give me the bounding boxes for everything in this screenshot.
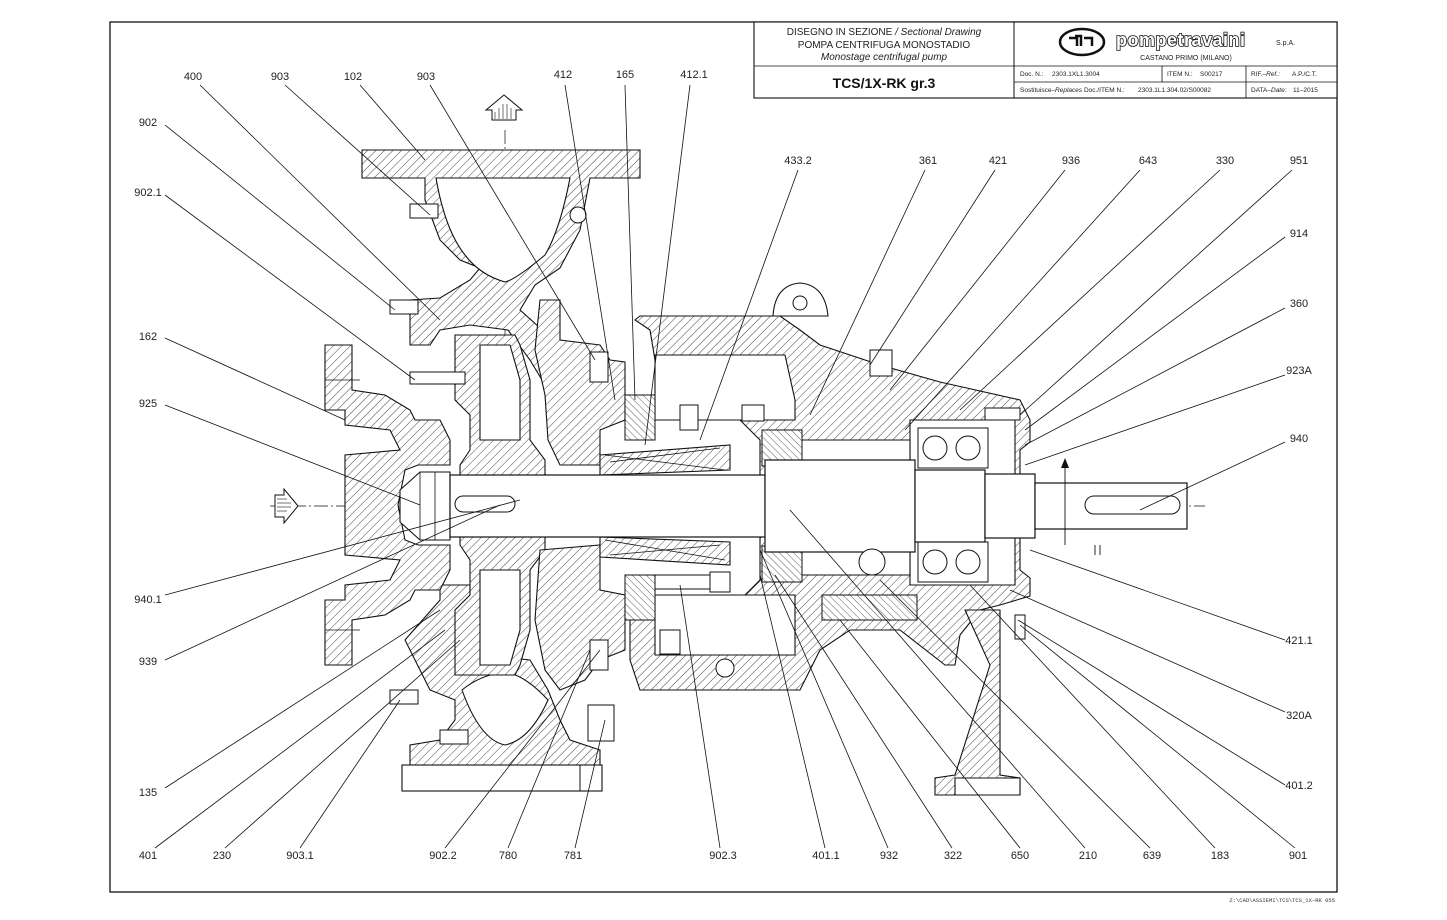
item-label: ITEM N.: (1167, 71, 1193, 78)
label-165: 165 (616, 69, 634, 81)
label-781: 781 (564, 850, 582, 862)
label-230: 230 (213, 850, 231, 862)
leader-lines (154, 84, 1296, 849)
pump-drawing (270, 94, 1205, 796)
ref-value: A.P./C.T. (1292, 71, 1317, 78)
brand-name: pompetravaini (1116, 30, 1246, 50)
label-780: 780 (499, 850, 517, 862)
label-902: 902 (139, 117, 157, 129)
label-939: 939 (139, 656, 157, 668)
label-936: 936 (1062, 155, 1080, 167)
label-951: 951 (1290, 155, 1308, 167)
title-line2: POMPA CENTRIFUGA MONOSTADIO (798, 40, 971, 51)
label-940-1: 940.1 (134, 594, 162, 606)
brand-suffix: S.p.A. (1276, 40, 1295, 47)
ref-label: RIF.–Ref.: (1251, 71, 1280, 78)
label-421-1: 421.1 (1285, 635, 1313, 647)
inlet-arrow-icon (274, 487, 299, 525)
label-320a: 320A (1286, 710, 1312, 722)
sheet-border (109, 21, 1338, 893)
label-361: 361 (919, 155, 937, 167)
date-label: DATA–Date: (1251, 87, 1287, 94)
label-902-3: 902.3 (709, 850, 737, 862)
replaces-value: 2303.1L1.304.02/S00082 (1138, 87, 1211, 94)
date-value: 11–2015 (1293, 87, 1318, 94)
label-903-top-b: 903 (417, 71, 435, 83)
label-923a: 923A (1286, 365, 1312, 377)
rotation-arrow-icon (1061, 458, 1101, 555)
label-925: 925 (139, 398, 157, 410)
doc-label: Doc. N.: (1020, 71, 1044, 78)
label-360: 360 (1290, 298, 1308, 310)
label-643: 643 (1139, 155, 1157, 167)
label-914: 914 (1290, 228, 1308, 240)
label-135: 135 (139, 787, 157, 799)
part-labels: 400 903 102 903 412 165 412.1 433.2 361 … (134, 69, 1313, 862)
ball-bearing-drive (917, 427, 989, 583)
label-401-1: 401.1 (812, 850, 840, 862)
label-401: 401 (139, 850, 157, 862)
label-183: 183 (1211, 850, 1229, 862)
label-902-2: 902.2 (429, 850, 457, 862)
label-421: 421 (989, 155, 1007, 167)
label-400: 400 (184, 71, 202, 83)
label-322: 322 (944, 850, 962, 862)
title-line3: Monostage centrifugal pump (821, 52, 948, 63)
company-logo: pompetravaini S.p.A. (1058, 27, 1295, 57)
label-412: 412 (554, 69, 572, 81)
label-162: 162 (139, 331, 157, 343)
bolts (389, 203, 1026, 745)
company-location: CASTANO PRIMO (MILANO) (1140, 55, 1232, 62)
label-940: 940 (1290, 433, 1308, 445)
label-932: 932 (880, 850, 898, 862)
label-401-2: 401.2 (1285, 780, 1313, 792)
label-330: 330 (1216, 155, 1234, 167)
label-433-2: 433.2 (784, 155, 812, 167)
label-102: 102 (344, 71, 362, 83)
outlet-arrow-icon (484, 94, 524, 121)
file-path: Z:\CAD\ASSIEMI\TCS\TCS_1X–RK 055 (1229, 897, 1335, 904)
model-label: TCS/1X-RK gr.3 (833, 75, 936, 91)
replaces-label: Sostituisce–Replaces Doc./ITEM N.: (1020, 87, 1125, 94)
title-block: DISEGNO IN SEZIONE / Sectional Drawing P… (753, 21, 1338, 99)
shaft (449, 459, 1188, 553)
label-412-1: 412.1 (680, 69, 708, 81)
label-902-1: 902.1 (134, 187, 162, 199)
label-901: 901 (1289, 850, 1307, 862)
label-903-top-a: 903 (271, 71, 289, 83)
label-639: 639 (1143, 850, 1161, 862)
item-value: S00217 (1200, 71, 1223, 78)
label-903-1: 903.1 (286, 850, 314, 862)
label-650: 650 (1011, 850, 1029, 862)
doc-value: 2303.1XL1.3004 (1052, 71, 1100, 78)
label-210: 210 (1079, 850, 1097, 862)
title-line1: DISEGNO IN SEZIONE / Sectional Drawing (787, 27, 982, 38)
